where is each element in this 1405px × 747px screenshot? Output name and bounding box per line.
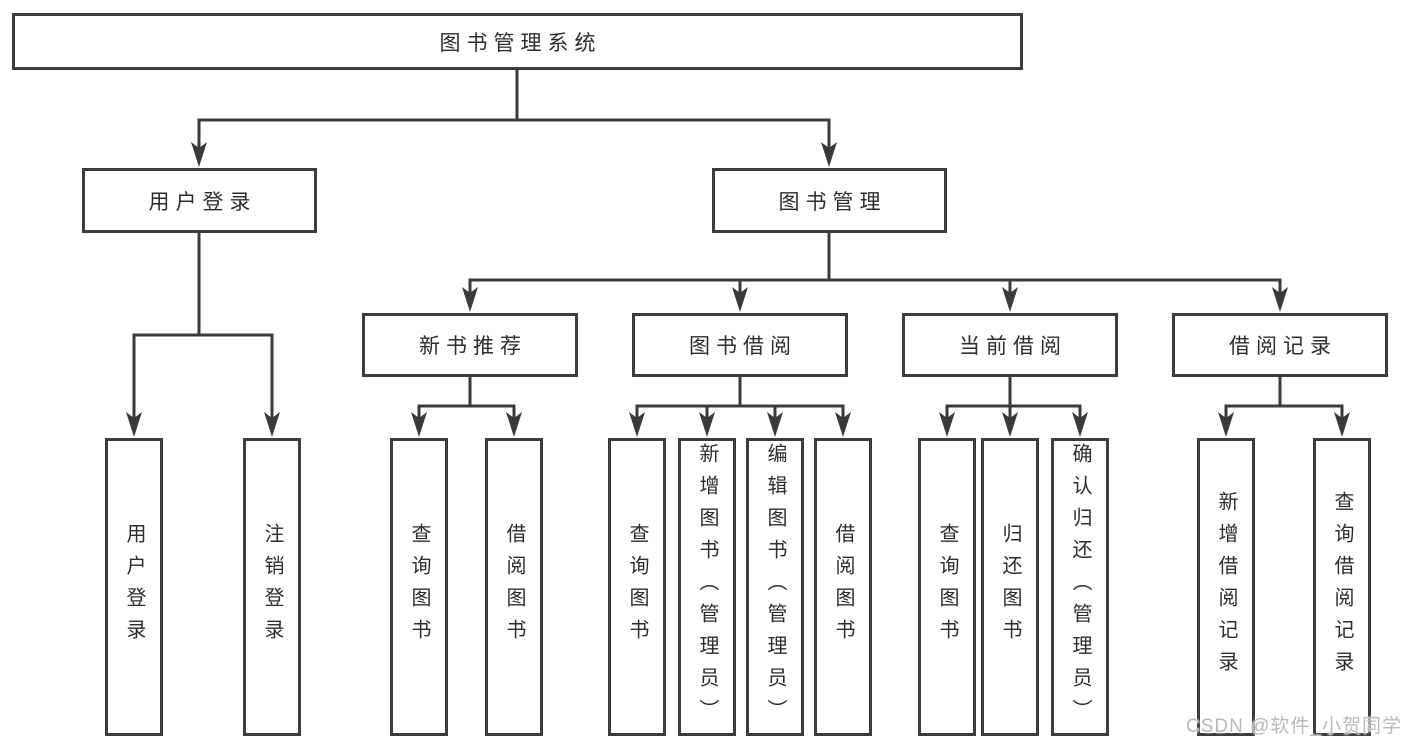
node-book-borrowing-label: 图书借阅 xyxy=(689,335,797,358)
node-book-management: 图书管理 xyxy=(712,168,947,233)
node-root-label: 图书管理系统 xyxy=(439,31,602,55)
leaf-borrow-books-borrowing: 借阅图书 xyxy=(814,438,872,736)
node-borrow-records-label: 借阅记录 xyxy=(1229,335,1337,358)
leaf-add-books-admin: 新增图书（管理员） xyxy=(678,438,736,736)
leaf-confirm-return-admin: 确认归还（管理员） xyxy=(1051,438,1109,736)
leaf-query-books-borrowing: 查询图书 xyxy=(608,438,666,736)
node-new-book-recommend: 新书推荐 xyxy=(362,313,578,377)
watermark: CSDN @软件_小贺同学 xyxy=(1186,716,1402,737)
node-new-book-recommend-label: 新书推荐 xyxy=(419,335,527,358)
node-current-borrowing-label: 当前借阅 xyxy=(959,335,1067,358)
leaf-query-books-current: 查询图书 xyxy=(918,438,976,736)
node-user-login-label: 用户登录 xyxy=(148,190,257,214)
leaf-return-books: 归还图书 xyxy=(981,438,1039,736)
leaf-query-borrow-record: 查询借阅记录 xyxy=(1313,438,1371,736)
leaf-logout-login: 注销登录 xyxy=(243,438,301,736)
node-borrow-records: 借阅记录 xyxy=(1172,313,1388,377)
leaf-add-borrow-record: 新增借阅记录 xyxy=(1197,438,1255,736)
node-current-borrowing: 当前借阅 xyxy=(902,313,1118,377)
leaf-query-books-recommend: 查询图书 xyxy=(390,438,448,736)
node-book-management-label: 图书管理 xyxy=(778,190,887,214)
node-root: 图书管理系统 xyxy=(12,13,1023,70)
node-book-borrowing: 图书借阅 xyxy=(632,313,848,377)
node-user-login: 用户登录 xyxy=(82,168,317,233)
leaf-borrow-books-recommend: 借阅图书 xyxy=(485,438,543,736)
leaf-user-login: 用户登录 xyxy=(105,438,163,736)
leaf-edit-books-admin: 编辑图书（管理员） xyxy=(746,438,804,736)
